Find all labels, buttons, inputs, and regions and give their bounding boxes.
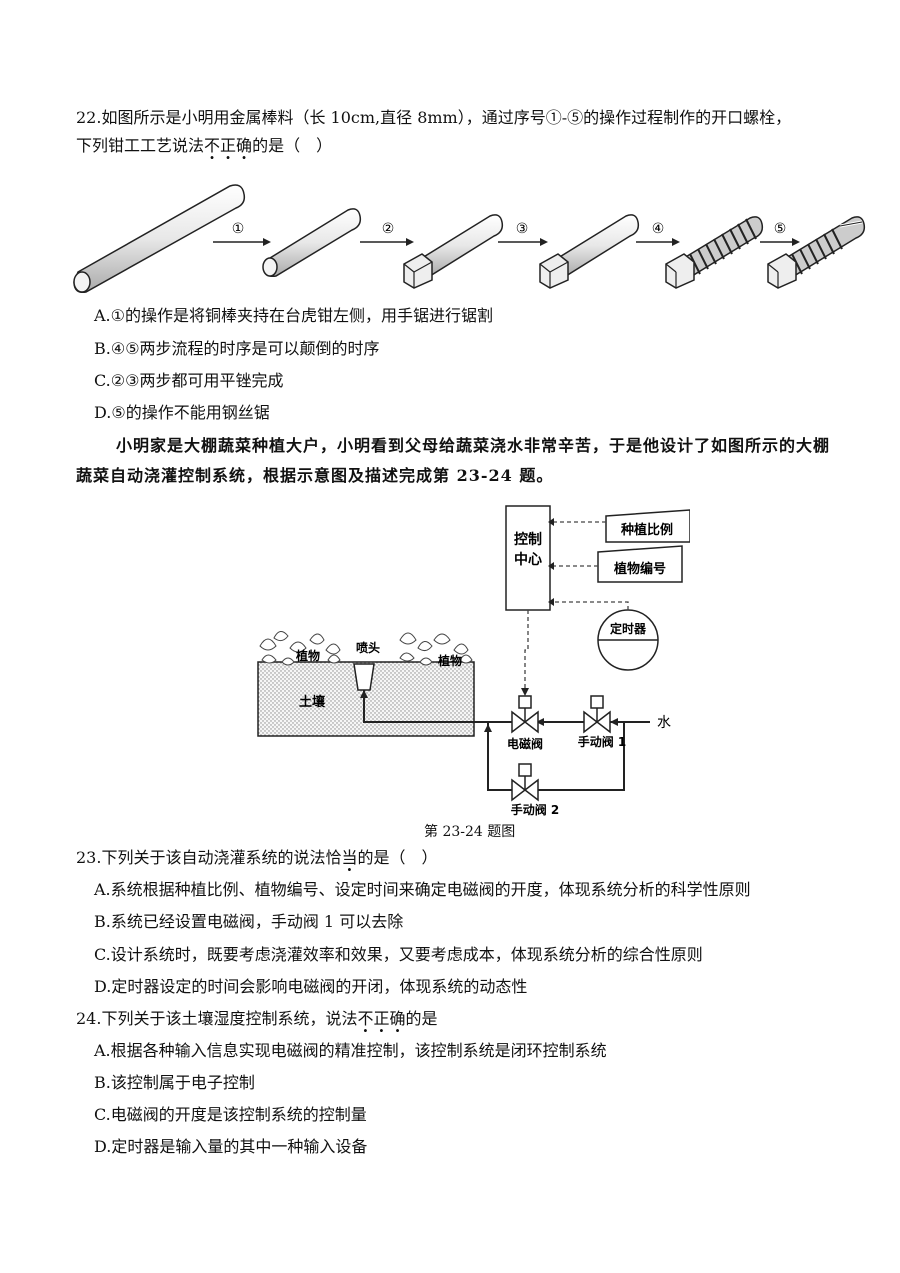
emphasis-char: 正 <box>220 136 236 156</box>
water-label: 水 <box>657 715 671 731</box>
step-label-3: ③ <box>516 221 529 237</box>
nozzle-label: 喷头 <box>356 640 380 655</box>
q22-stem-text: 的是（ ） <box>252 136 333 155</box>
q22-option-b: B.④⑤两步流程的时序是可以颠倒的时序 <box>94 339 380 358</box>
solenoid-valve-label: 电磁阀 <box>507 736 543 751</box>
q22-option-a: A.①的操作是将铜棒夹持在台虎钳左侧，用手锯进行锯割 <box>94 306 493 325</box>
q24-option-d: D.定时器是输入量的其中一种输入设备 <box>94 1137 368 1156</box>
rod-square-end-2 <box>539 214 640 289</box>
step-label-2: ② <box>382 221 395 237</box>
q24-stem-text: 24.下列关于该土壤湿度控制系统，说法 <box>76 1009 358 1028</box>
plant-number-box: 植物编号 <box>597 545 683 583</box>
timer: 定时器 <box>597 609 659 671</box>
q23-stem-text: 23.下列关于该自动浇灌系统的说法恰 <box>76 848 342 867</box>
solenoid-valve <box>511 695 539 734</box>
emphasis-char: 确 <box>236 136 252 156</box>
planting-ratio-box: 种植比例 <box>605 509 690 543</box>
nozzle <box>353 663 375 691</box>
plant-label-left: 植物 <box>295 648 320 663</box>
manual-valve-1 <box>583 695 611 734</box>
emphasis-char: 不 <box>357 1009 373 1029</box>
emphasis-char: 正 <box>373 1009 389 1029</box>
intro-line2: 蔬菜自动浇灌控制系统，根据示意图及描述完成第 23-24 题。 <box>76 466 554 485</box>
step-arrow-4: ④ <box>636 221 680 246</box>
q24-option-a: A.根据各种输入信息实现电磁阀的精准控制，该控制系统是闭环控制系统 <box>94 1041 607 1060</box>
step-arrow-5: ⑤ <box>760 221 800 246</box>
q24-stem-text: 的是 <box>405 1009 438 1028</box>
q23-option-d: D.定时器设定的时间会影响电磁阀的开闭，体现系统的动态性 <box>94 977 528 996</box>
irrigation-diagram: 控制 中心 种植比例 植物编号 定时器 土壤 植物 植物 <box>257 505 690 817</box>
plant-cluster-left <box>259 631 341 666</box>
q23-option-a: A.系统根据种植比例、植物编号、设定时间来确定电磁阀的开度，体现系统分析的科学性… <box>94 880 751 899</box>
figure-caption: 第 23-24 题图 <box>424 824 516 840</box>
intro-line1: 小明家是大棚蔬菜种植大户，小明看到父母给蔬菜浇水非常辛苦，于是他设计了如图所示的… <box>116 436 831 455</box>
q23-stem: 23.下列关于该自动浇灌系统的说法恰当的是（ ） <box>76 848 437 868</box>
step-arrow-3: ③ <box>498 221 548 246</box>
timer-label: 定时器 <box>610 621 647 636</box>
soil-label: 土壤 <box>299 694 326 710</box>
rod-square-end-1 <box>403 214 504 289</box>
manual-valve-2 <box>511 763 539 802</box>
q23-option-c: C.设计系统时，既要考虑浇灌效率和效果，又要考虑成本，体现系统分析的综合性原则 <box>94 945 703 964</box>
q23-stem-text: 的是（ ） <box>357 848 438 867</box>
manual-valve-1-label: 手动阀 1 <box>578 734 627 749</box>
rod-threaded <box>665 216 764 289</box>
emphasis-char: 确 <box>389 1009 405 1029</box>
step-label-1: ① <box>232 221 245 237</box>
q22-stem-text: 下列钳工工艺说法 <box>76 136 205 155</box>
emphasis-char: 当 <box>341 848 357 868</box>
step-label-5: ⑤ <box>774 221 787 237</box>
emphasis-char: 不 <box>204 136 220 156</box>
control-center-label: 中心 <box>514 551 542 568</box>
rod-long <box>73 184 246 294</box>
q24-option-c: C.电磁阀的开度是该控制系统的控制量 <box>94 1105 367 1124</box>
q22-stem-line2: 下列钳工工艺说法不正确的是（ ） <box>76 136 332 156</box>
q22-process-figure: ① ② ③ ④ <box>73 184 866 294</box>
step-arrow-1: ① <box>213 221 271 246</box>
rod-short <box>262 208 362 278</box>
q24-option-b: B.该控制属于电子控制 <box>94 1073 255 1092</box>
plant-cluster-right <box>399 632 473 666</box>
manual-valve-2-label: 手动阀 2 <box>511 802 560 817</box>
q22-option-c: C.②③两步都可用平锉完成 <box>94 371 284 390</box>
q23-option-b: B.系统已经设置电磁阀，手动阀 1 可以去除 <box>94 912 404 931</box>
q22-stem-line1: 22.如图所示是小明用金属棒料（长 10cm,直径 8mm），通过序号①-⑤的操… <box>76 108 792 127</box>
planting-ratio-label: 种植比例 <box>620 522 673 538</box>
plant-label-right: 植物 <box>437 653 462 668</box>
q24-stem: 24.下列关于该土壤湿度控制系统，说法不正确的是 <box>76 1009 438 1029</box>
control-center-label: 控制 <box>514 531 542 548</box>
step-arrow-2: ② <box>360 221 414 246</box>
rod-threaded-slotted <box>767 216 866 289</box>
control-center-box: 控制 中心 <box>505 505 551 611</box>
q22-option-d: D.⑤的操作不能用钢丝锯 <box>94 403 270 422</box>
step-label-4: ④ <box>652 221 665 237</box>
plant-number-label: 植物编号 <box>613 561 666 577</box>
